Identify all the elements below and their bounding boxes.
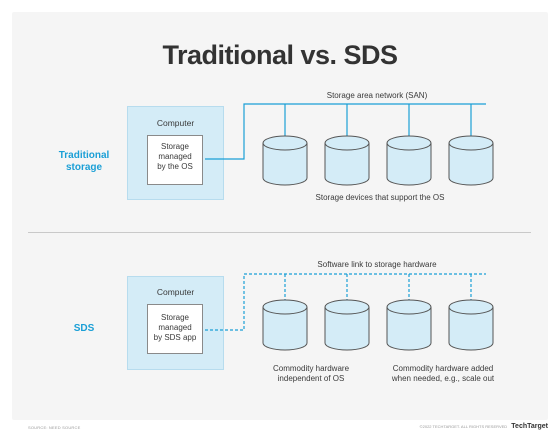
software-link-arrowheads <box>282 300 474 305</box>
footer-source: SOURCE: NEED SOURCE <box>28 425 81 430</box>
sds-computer-label: Computer <box>156 287 195 297</box>
caption-left-line2: independent of OS <box>277 374 345 383</box>
storage-cylinder-4 <box>448 135 494 186</box>
san-connectors <box>205 103 486 160</box>
footer-copyright-text: ©2022 TECHTARGET. ALL RIGHTS RESERVED <box>419 424 508 429</box>
san-trunk-line <box>205 103 486 160</box>
diagram-frame <box>12 12 548 420</box>
caption-right-line1: Commodity hardware added <box>392 364 494 373</box>
traditional-os-storage-box: Storage managed by the OS <box>147 135 203 185</box>
traditional-label-line1: Traditional <box>58 150 110 161</box>
sds-inner-line3: by SDS app <box>153 333 197 342</box>
traditional-storage-devices <box>262 135 494 186</box>
caption-left-line1: Commodity hardware <box>272 364 350 373</box>
traditional-label-line2: storage <box>65 162 103 173</box>
storage-cylinder-2 <box>324 135 370 186</box>
commodity-independent-caption: Commodity hardware independent of OS <box>256 364 366 384</box>
commodity-storage-devices <box>262 299 494 351</box>
storage-cylinder-1 <box>262 135 308 186</box>
commodity-scale-out-caption: Commodity hardware added when needed, e.… <box>378 364 508 384</box>
commodity-cylinder-3 <box>386 299 432 351</box>
traditional-inner-line3: by the OS <box>157 162 193 171</box>
sds-label: SDS <box>73 323 95 334</box>
software-link-label: Software link to storage hardware <box>317 260 437 269</box>
storage-cylinder-3 <box>386 135 432 186</box>
sds-computer-box: Computer Storage managed by SDS app <box>127 276 224 370</box>
sds-app-storage-box: Storage managed by SDS app <box>147 304 203 354</box>
traditional-computer-box: Computer Storage managed by the OS <box>127 106 224 200</box>
diagram-title: Traditional vs. SDS <box>162 40 398 70</box>
commodity-cylinder-4 <box>448 299 494 351</box>
traditional-computer-label: Computer <box>156 118 195 128</box>
san-arrowheads <box>282 137 474 142</box>
footer-copyright: ©2022 TECHTARGET. ALL RIGHTS RESERVED Te… <box>420 423 548 430</box>
sds-inner-line2: managed <box>158 323 192 332</box>
software-link-trunk <box>205 273 486 331</box>
sds-inner-line1: Storage <box>160 313 190 322</box>
traditional-devices-caption: Storage devices that support the OS <box>315 193 445 202</box>
commodity-cylinder-1 <box>262 299 308 351</box>
software-link-connectors <box>205 273 486 331</box>
commodity-cylinder-2 <box>324 299 370 351</box>
section-divider <box>28 232 531 233</box>
traditional-inner-line2: managed <box>158 152 192 161</box>
traditional-storage-label: Traditional storage <box>49 150 119 174</box>
traditional-inner-line1: Storage <box>160 142 190 151</box>
caption-right-line2: when needed, e.g., scale out <box>391 374 495 383</box>
san-label: Storage area network (SAN) <box>326 91 428 100</box>
techtarget-logo: TechTarget <box>511 423 548 430</box>
